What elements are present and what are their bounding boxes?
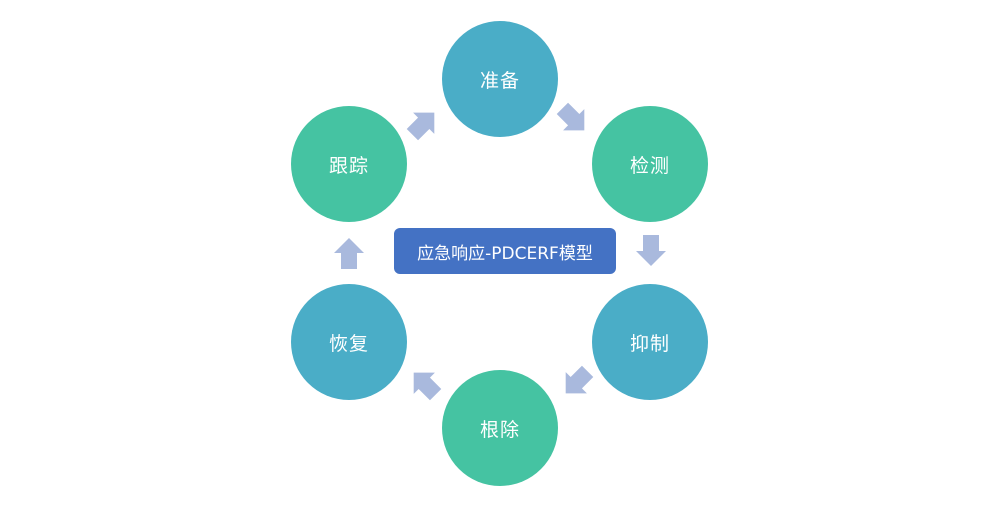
stage-detection-label: 检测 bbox=[629, 154, 670, 177]
stage-containment-node: 抑制 bbox=[592, 284, 708, 400]
arrow-recover-to-track bbox=[334, 238, 364, 269]
stage-recovery-label: 恢复 bbox=[328, 332, 369, 355]
arrow-erad-to-recover bbox=[413, 372, 442, 401]
stage-detection-node: 检测 bbox=[592, 106, 708, 222]
arrow-track-to-prep bbox=[406, 112, 435, 141]
stage-tracking-label: 跟踪 bbox=[328, 154, 369, 177]
arrow-prep-to-detect bbox=[556, 102, 585, 131]
arrow-detect-to-contain bbox=[636, 235, 666, 266]
arrow-contain-to-erad bbox=[565, 365, 594, 394]
stage-recovery-node: 恢复 bbox=[291, 284, 407, 400]
stage-preparation-node: 准备 bbox=[442, 21, 558, 137]
stage-eradication-node: 根除 bbox=[442, 370, 558, 486]
stage-preparation-label: 准备 bbox=[479, 69, 520, 92]
stage-containment-label: 抑制 bbox=[629, 332, 670, 355]
stage-eradication-label: 根除 bbox=[479, 418, 520, 441]
model-title: 应急响应-PDCERF模型 bbox=[417, 243, 593, 264]
stage-tracking-node: 跟踪 bbox=[291, 106, 407, 222]
model-title-box: 应急响应-PDCERF模型 bbox=[394, 228, 616, 274]
